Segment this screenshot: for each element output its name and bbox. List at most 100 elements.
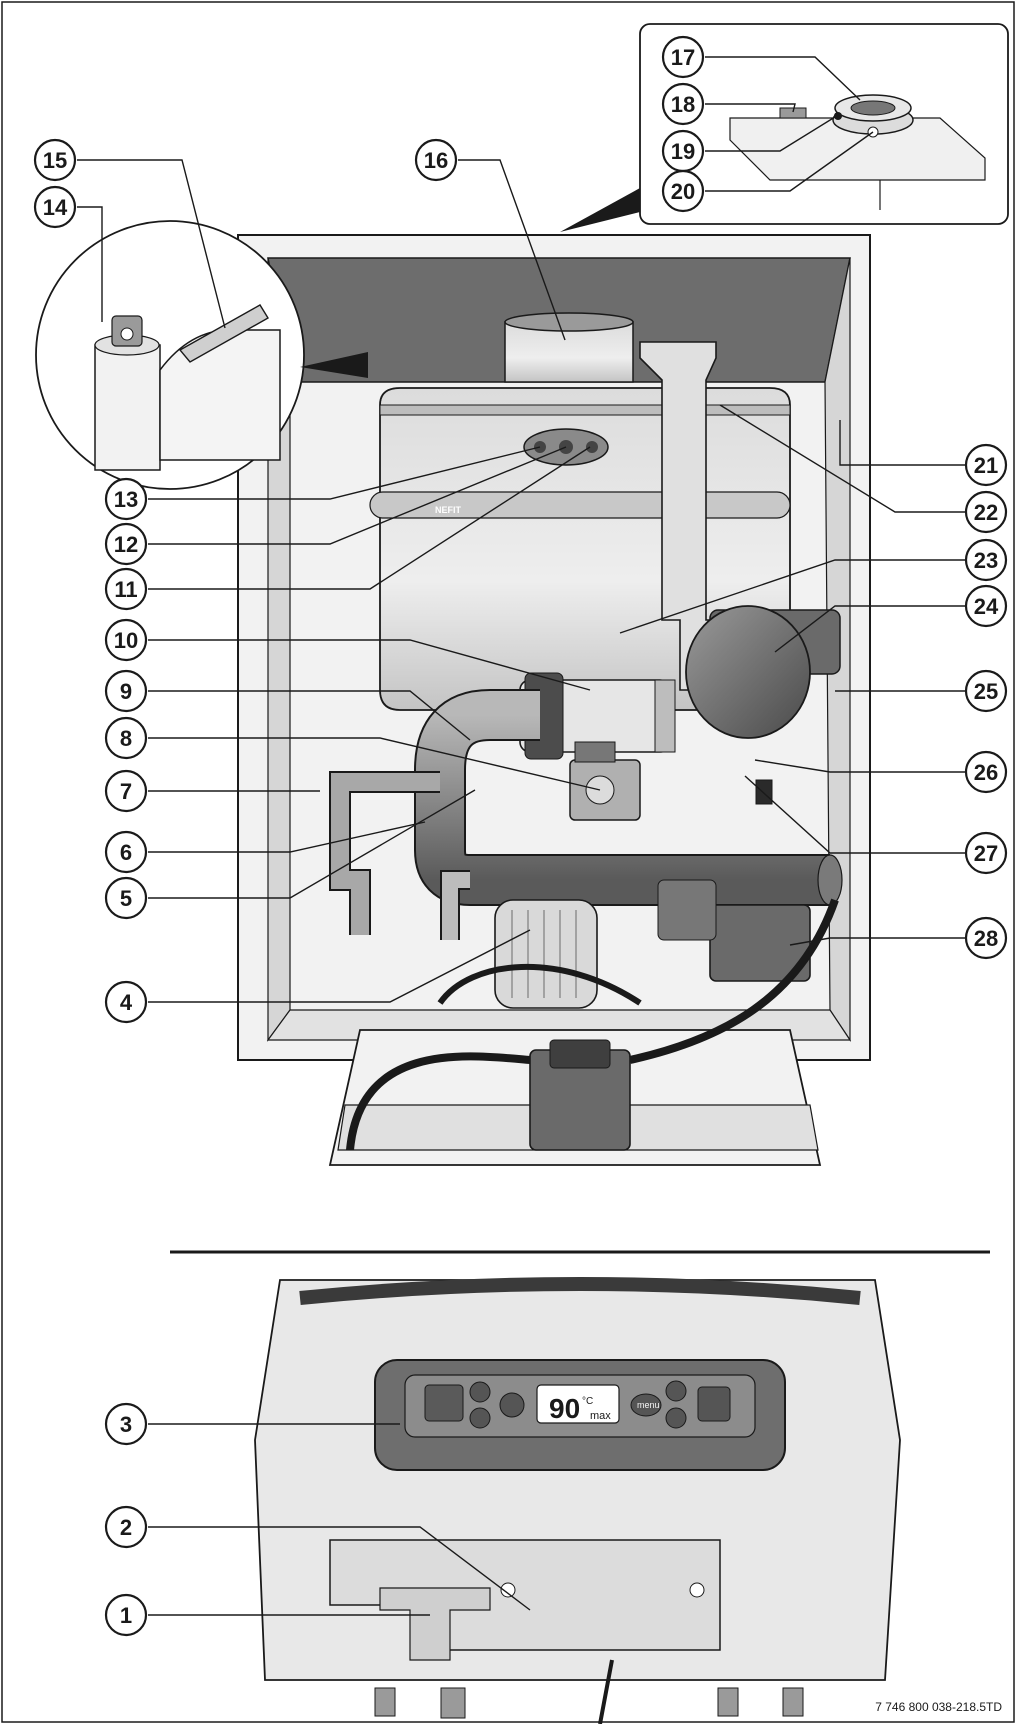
callout-circle xyxy=(104,1593,148,1637)
inset-top-left xyxy=(35,220,368,490)
callout-number: 7 xyxy=(120,779,132,804)
expansion-vessel xyxy=(657,879,811,982)
callout-circle xyxy=(964,669,1008,713)
callout-circle xyxy=(661,169,705,213)
callout-27: 27 xyxy=(964,831,1008,875)
control-panel-lowered xyxy=(328,898,839,1166)
callout-number: 14 xyxy=(43,195,68,220)
callout-number: 24 xyxy=(974,594,999,619)
fan-unit xyxy=(685,605,841,805)
callout-16: 16 xyxy=(414,138,458,182)
callout-4: 4 xyxy=(104,980,148,1024)
callout-15: 15 xyxy=(33,138,77,182)
callout-circle xyxy=(104,477,148,521)
callout-1: 1 xyxy=(104,1593,148,1637)
callout-circle xyxy=(104,618,148,662)
appliance-front: 90 °C max menu xyxy=(254,1277,901,1724)
callout-19: 19 xyxy=(661,129,705,173)
callout-22: 22 xyxy=(964,490,1008,534)
callout-number: 20 xyxy=(671,179,695,204)
callout-10: 10 xyxy=(104,618,148,662)
callout-20: 20 xyxy=(661,169,705,213)
callout-circle xyxy=(661,35,705,79)
callout-number: 21 xyxy=(974,453,998,478)
menu-button-label: menu xyxy=(637,1400,660,1410)
callout-circle xyxy=(104,769,148,813)
callout-number: 15 xyxy=(43,148,67,173)
callout-18: 18 xyxy=(661,82,705,126)
callout-number: 19 xyxy=(671,139,695,164)
callout-circle xyxy=(964,584,1008,628)
callout-number: 26 xyxy=(974,760,998,785)
callout-number: 18 xyxy=(671,92,695,117)
callout-circle xyxy=(104,716,148,760)
callout-3: 3 xyxy=(104,1402,148,1446)
callout-number: 6 xyxy=(120,840,132,865)
callout-circle xyxy=(104,567,148,611)
callout-circle xyxy=(661,82,705,126)
callout-number: 10 xyxy=(114,628,138,653)
callout-circle xyxy=(104,1402,148,1446)
flue-spigot xyxy=(504,312,634,383)
cover-latch xyxy=(379,1587,491,1661)
callout-circle xyxy=(964,831,1008,875)
callout-number: 1 xyxy=(120,1603,132,1628)
callout-circle xyxy=(964,490,1008,534)
callout-number: 23 xyxy=(974,548,998,573)
callout-number: 28 xyxy=(974,926,998,951)
callout-circle xyxy=(104,980,148,1024)
callout-number: 8 xyxy=(120,726,132,751)
callout-circle xyxy=(104,876,148,920)
callout-number: 25 xyxy=(974,679,998,704)
callout-circle xyxy=(104,669,148,713)
callout-23: 23 xyxy=(964,538,1008,582)
callout-number: 12 xyxy=(114,532,138,557)
callout-circle xyxy=(104,830,148,874)
callout-number: 13 xyxy=(114,487,138,512)
callout-9: 9 xyxy=(104,669,148,713)
leader-lines xyxy=(77,56,986,1616)
callout-circle xyxy=(104,1505,148,1549)
callout-12: 12 xyxy=(104,522,148,566)
callout-14: 14 xyxy=(33,185,77,229)
callout-28: 28 xyxy=(964,916,1008,960)
callout-21: 21 xyxy=(964,443,1008,487)
lcd-mode: max xyxy=(590,1410,611,1422)
callout-8: 8 xyxy=(104,716,148,760)
callout-25: 25 xyxy=(964,669,1008,713)
burner-brand-label: NEFIT xyxy=(435,505,462,515)
callout-26: 26 xyxy=(964,750,1008,794)
callout-number: 17 xyxy=(671,45,695,70)
lcd-temperature: 90 xyxy=(549,1393,580,1424)
callout-11: 11 xyxy=(104,567,148,611)
callout-circle xyxy=(104,522,148,566)
callout-13: 13 xyxy=(104,477,148,521)
callout-6: 6 xyxy=(104,830,148,874)
callout-number: 27 xyxy=(974,841,998,866)
callout-circle xyxy=(964,916,1008,960)
inset-top-right xyxy=(560,23,1009,232)
callout-number: 9 xyxy=(120,679,132,704)
callout-number: 5 xyxy=(120,886,132,911)
lcd-unit: °C xyxy=(582,1396,593,1407)
callout-7: 7 xyxy=(104,769,148,813)
callout-2: 2 xyxy=(104,1505,148,1549)
gas-valve xyxy=(569,741,641,821)
drawing-reference: 7 746 800 038-218.5TD xyxy=(875,1700,1002,1714)
callout-circle xyxy=(414,138,458,182)
callout-number: 3 xyxy=(120,1412,132,1437)
callout-circle xyxy=(33,185,77,229)
callout-number: 2 xyxy=(120,1515,132,1540)
callout-5: 5 xyxy=(104,876,148,920)
callout-circle xyxy=(964,443,1008,487)
callout-circle xyxy=(964,538,1008,582)
callout-number: 11 xyxy=(114,577,137,602)
callout-number: 22 xyxy=(974,500,998,525)
callout-17: 17 xyxy=(661,35,705,79)
lcd-display xyxy=(536,1384,620,1424)
callout-circle xyxy=(964,750,1008,794)
